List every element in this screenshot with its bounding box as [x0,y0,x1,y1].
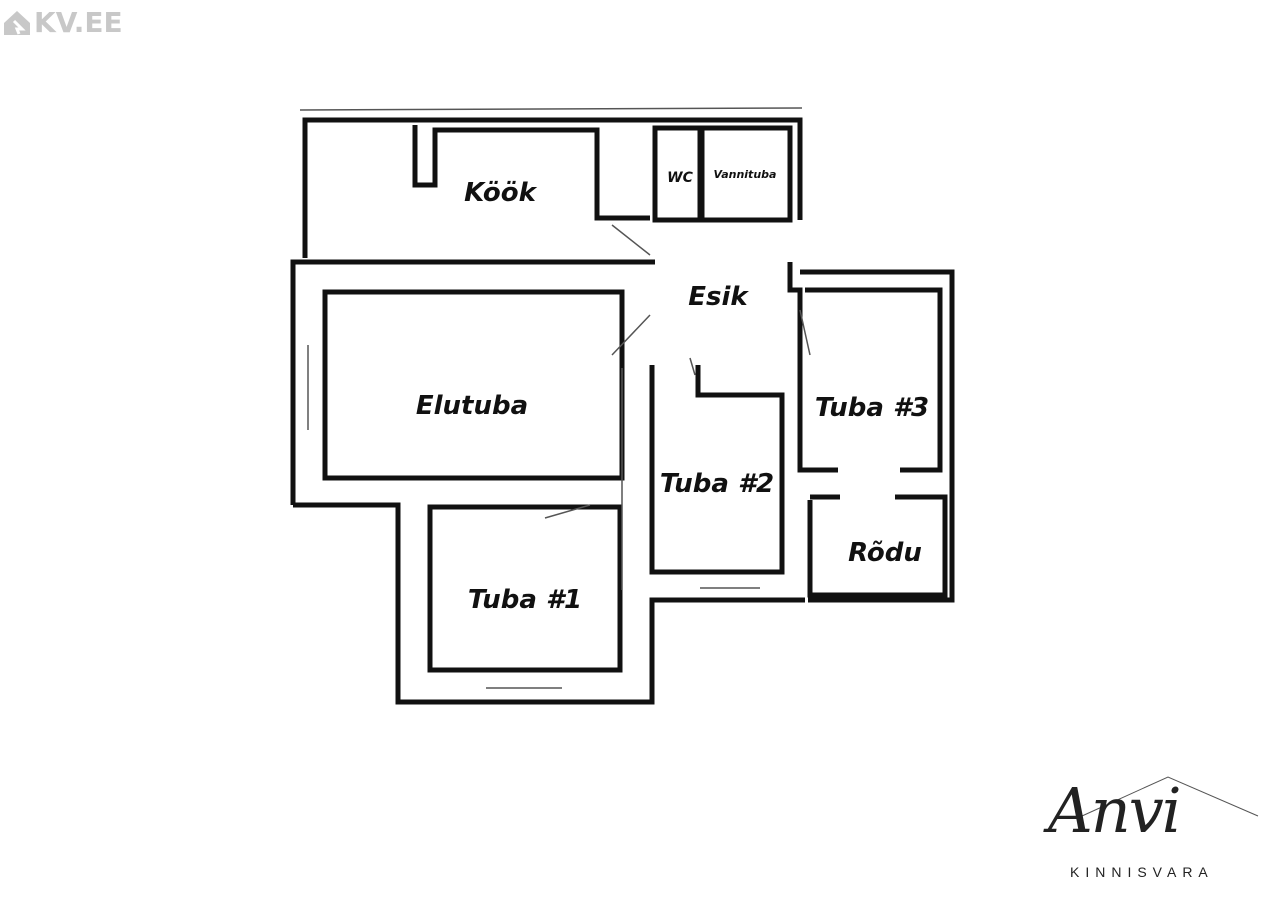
house-icon [4,10,30,35]
room-label-tuba-3: Tuba #3 [815,393,929,423]
room-label-tuba-1: Tuba #1 [468,585,582,615]
watermark-text: KV.EE [34,6,123,39]
logo-script: Anvi [1048,774,1182,847]
anvi-kinnisvara-logo: Anvi KINNISVARA [1040,768,1260,888]
room-label-rodu: Rõdu [848,538,922,568]
logo-subtitle: KINNISVARA [1070,864,1214,880]
room-label-elutuba: Elutuba [416,391,528,421]
room-label-esik: Esik [688,282,749,312]
kv-ee-watermark: KV.EE [2,6,123,39]
room-label-wc: WC [667,170,693,186]
room-label-vannituba: Vannituba [714,168,777,181]
roof-icon [1081,776,1259,817]
room-label-tuba-2: Tuba #2 [660,469,774,499]
room-label-kook: Köök [464,178,537,208]
